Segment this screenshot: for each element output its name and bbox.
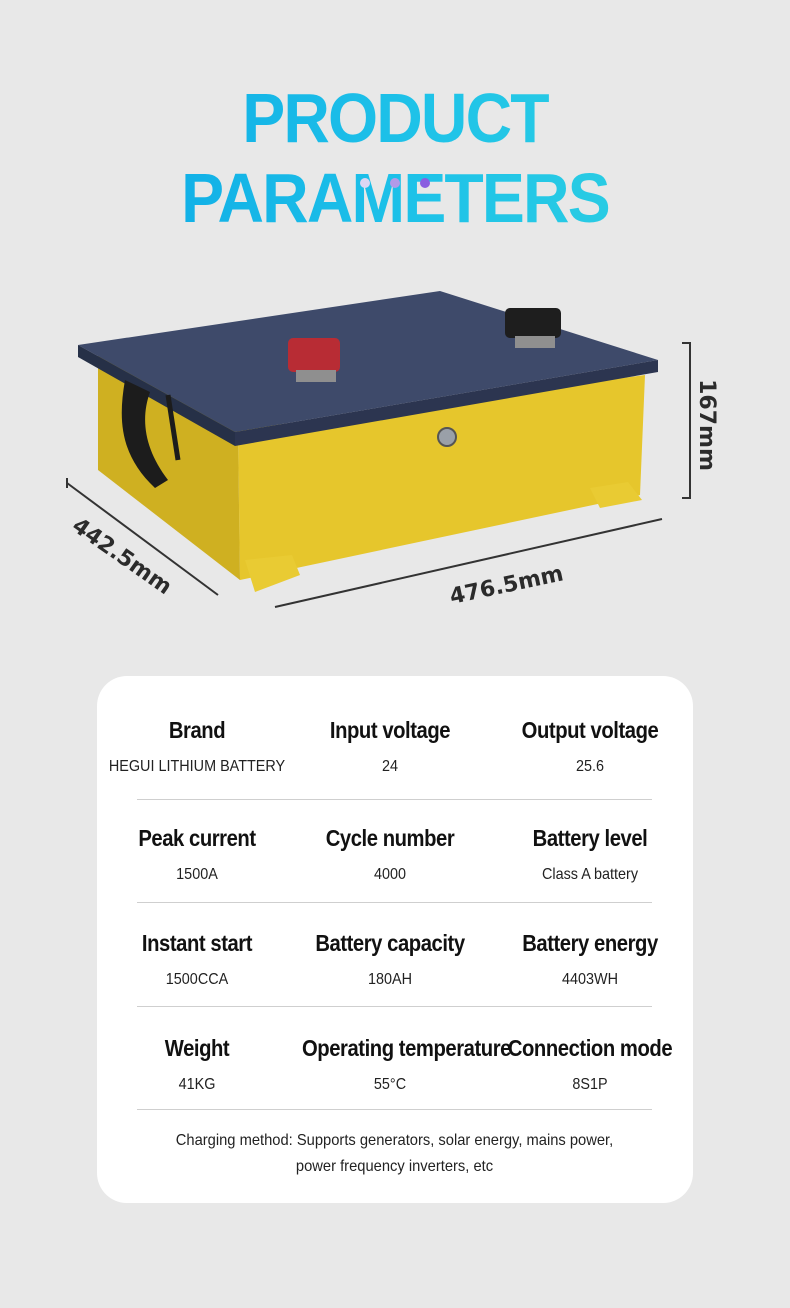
spec-value: 8S1P [572, 1076, 608, 1093]
row-divider [137, 799, 652, 800]
charging-note-line-2: power frequency inverters, etc [295, 1158, 494, 1175]
spec-cell: Peak current 1500A [97, 824, 297, 886]
spec-cell: Input voltage 24 [290, 716, 490, 778]
spec-value: 4000 [373, 866, 407, 883]
dimension-depth: 442.5mm [67, 513, 176, 600]
row-divider [137, 1109, 652, 1110]
spec-label: Instant start [141, 930, 253, 956]
dot-3 [420, 178, 430, 188]
spec-value: HEGUI LITHIUM BATTERY [108, 758, 286, 775]
spec-label: Brand [168, 717, 226, 743]
spec-cell: Weight 41KG [97, 1034, 297, 1096]
spec-cell: Cycle number 4000 [290, 824, 490, 886]
spec-label: Weight [164, 1035, 230, 1061]
pagination-dots [0, 178, 790, 188]
spec-label: Output voltage [521, 717, 659, 743]
spec-row-3: Instant start 1500CCA Battery capacity 180… [137, 929, 658, 1033]
spec-cell: Output voltage 25.6 [490, 716, 690, 778]
spec-row-4: Weight 41KG Operating temperature 55°C Con… [137, 1034, 673, 1138]
spec-value: 1500CCA [165, 971, 229, 988]
spec-value: Class A battery [541, 866, 639, 883]
spec-cell: Connection mode 8S1P [490, 1034, 690, 1096]
battery-product-image: 442.5mm 476.5mm 167mm [66, 291, 719, 610]
dot-1 [360, 178, 370, 188]
spec-cell: Instant start 1500CCA [97, 929, 297, 991]
spec-cell: Battery capacity 180AH [290, 929, 490, 991]
page-title: PRODUCT PARAMETERS [32, 78, 759, 238]
spec-value: 25.6 [575, 758, 605, 775]
spec-value: 41KG [178, 1076, 216, 1093]
spec-label: Battery energy [522, 930, 658, 956]
spec-value: 1500A [176, 866, 218, 883]
spec-label: Peak current [138, 825, 256, 851]
spec-value: 180AH [367, 971, 413, 988]
row-divider [137, 902, 652, 903]
dot-2 [390, 178, 400, 188]
spec-label: Connection mode [507, 1035, 673, 1061]
spec-cell: Battery energy 4403WH [490, 929, 690, 991]
spec-value: 4403WH [561, 971, 619, 988]
spec-value: 24 [381, 758, 399, 775]
spec-label: Operating temperature [302, 1035, 511, 1061]
spec-cell: Operating temperature 55°C [290, 1034, 511, 1096]
charging-method-note: Charging method: Supports generators, so… [158, 1128, 632, 1180]
spec-value: 55°C [373, 1076, 407, 1093]
spec-label: Battery level [532, 825, 648, 851]
charging-note-line-1: Charging method: Supports generators, so… [175, 1132, 614, 1149]
dimension-width: 476.5mm [448, 561, 566, 609]
dimension-height: 167mm [694, 379, 719, 471]
spec-label: Input voltage [329, 717, 451, 743]
spec-label: Cycle number [325, 825, 455, 851]
spec-row-2: Peak current 1500A Cycle number 4000 Batte… [137, 824, 652, 928]
row-divider [137, 1006, 652, 1007]
spec-label: Battery capacity [315, 930, 465, 956]
